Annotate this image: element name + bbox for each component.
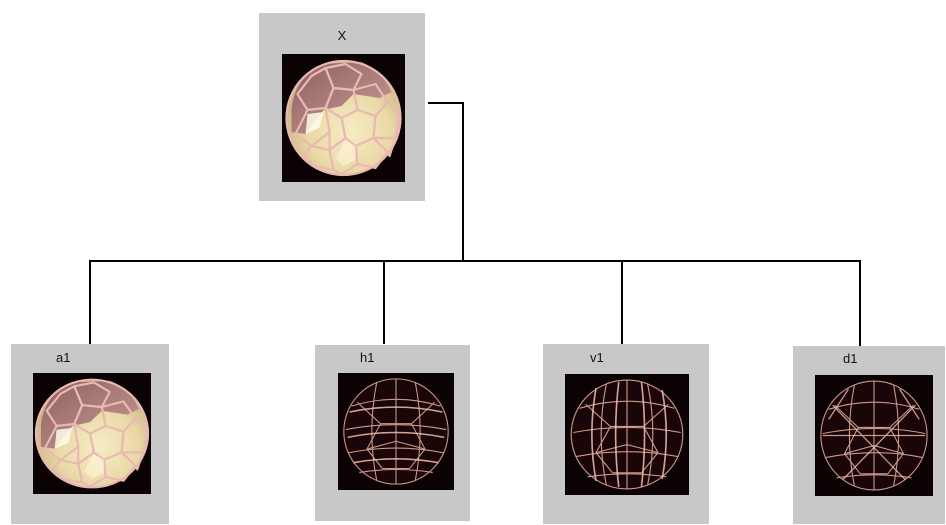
node-d1-label: d1 xyxy=(843,351,945,366)
sphere-horizontal-detail-image xyxy=(338,373,454,490)
sphere-original-image xyxy=(282,54,405,182)
node-v1: v1 xyxy=(543,344,709,524)
root-connector xyxy=(428,103,463,261)
node-h1-label: h1 xyxy=(360,350,470,365)
node-x-label: X xyxy=(259,28,425,43)
node-d1: d1 xyxy=(793,346,945,524)
sphere-vertical-detail-image xyxy=(565,374,689,495)
node-a1-label: a1 xyxy=(56,350,169,365)
node-x: X xyxy=(259,13,425,201)
node-v1-label: v1 xyxy=(590,350,709,365)
node-a1: a1 xyxy=(11,344,169,524)
sphere-approximation-image xyxy=(33,373,151,494)
node-h1: h1 xyxy=(315,345,470,521)
sphere-diagonal-detail-image xyxy=(815,375,933,496)
